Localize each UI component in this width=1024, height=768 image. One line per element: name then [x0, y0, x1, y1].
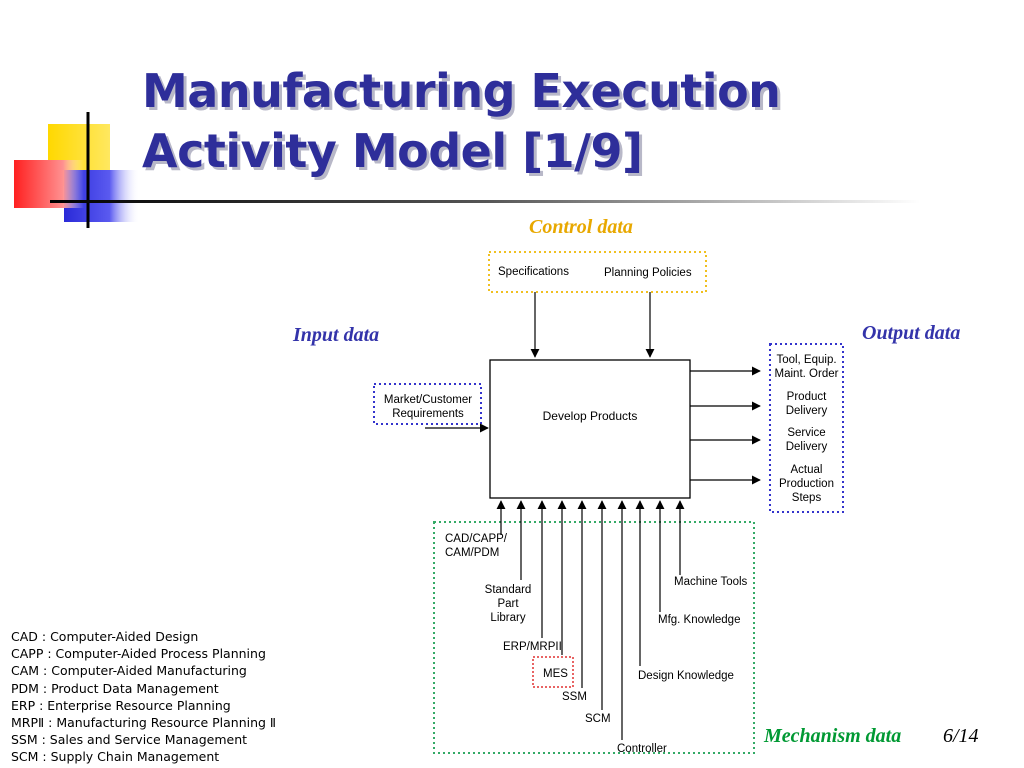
abbreviation-item: SSM : Sales and Service Management [11, 732, 248, 748]
develop-products-text: Develop Products [542, 409, 638, 423]
input-data-box [373, 383, 482, 425]
mech-mfg-knowledge-text: Mfg. Knowledge [658, 614, 741, 626]
abbreviation-item: CAPP : Computer-Aided Process Planning [11, 646, 266, 662]
product-line1: Product [786, 391, 827, 403]
actual-line3: Steps [791, 492, 822, 504]
service-line2: Delivery [785, 441, 828, 453]
cad-line2: CAM/PDM [445, 547, 500, 559]
market-line1: Market/Customer [383, 394, 473, 406]
cad-line1: CAD/CAPP/ [445, 533, 507, 545]
std-line1: Standard [484, 584, 532, 596]
input-data-label: Input data [293, 324, 380, 346]
mech-design-knowledge-text: Design Knowledge [638, 670, 734, 682]
output-data-label: Output data [862, 322, 961, 344]
mech-controller-text: Controller [617, 743, 667, 755]
control-data-label: Control data [529, 216, 633, 238]
abbreviation-list: CAD : Computer-Aided Design CAPP : Compu… [11, 628, 276, 766]
service-line1: Service [787, 427, 826, 439]
std-line2: Part [497, 598, 519, 610]
mech-machine-tools-text: Machine Tools [674, 576, 748, 588]
mech-scm-text: SCM [585, 713, 611, 725]
title-divider [50, 200, 920, 203]
output-tool-text: Tool, Equip. Maint. Order [770, 353, 843, 381]
abbreviation-item: CAD : Computer-Aided Design [11, 629, 199, 644]
tool-line2: Maint. Order [774, 368, 839, 380]
control-data-box [488, 251, 707, 293]
page-number: 6/14 [943, 725, 979, 747]
mes-box [532, 656, 574, 688]
mech-erp-text: ERP/MRPII [503, 641, 562, 653]
std-line3: Library [490, 612, 526, 624]
mechanism-data-label: Mechanism data [764, 725, 902, 747]
develop-products-box [489, 359, 691, 499]
output-actual-text: Actual Production Steps [770, 463, 843, 505]
page-title-line2: Activity Model [1/9] [142, 124, 643, 178]
product-line2: Delivery [785, 405, 828, 417]
specifications-text: Specifications [498, 266, 569, 278]
abbreviation-item: SCM : Supply Chain Management [11, 749, 220, 765]
abbreviation-item: PDM : Product Data Management [11, 680, 219, 696]
output-data-box [769, 343, 844, 513]
abbreviation-item: MRPⅡ : Manufacturing Resource Planning Ⅱ [11, 715, 277, 731]
mech-mes-text: MES [543, 668, 568, 680]
actual-line2: Production [779, 478, 834, 490]
planning-policies-text: Planning Policies [604, 267, 692, 279]
market-requirements-text: Market/Customer Requirements [378, 393, 478, 421]
page-title-line1: Manufacturing Execution [142, 64, 781, 118]
abbreviation-item: CAM : Computer-Aided Manufacturing [11, 663, 247, 679]
market-line2: Requirements [392, 408, 464, 420]
tool-line1: Tool, Equip. [776, 354, 837, 366]
actual-line1: Actual [790, 464, 823, 476]
output-product-text: Product Delivery [770, 390, 843, 418]
mechanism-data-box [433, 521, 755, 754]
mech-std-part-text: Standard Part Library [478, 583, 538, 625]
mech-ssm-text: SSM [562, 691, 587, 703]
mech-cad-text: CAD/CAPP/ CAM/PDM [445, 532, 507, 560]
abbreviation-item: ERP : Enterprise Resource Planning [11, 697, 231, 713]
output-service-text: Service Delivery [770, 426, 843, 454]
